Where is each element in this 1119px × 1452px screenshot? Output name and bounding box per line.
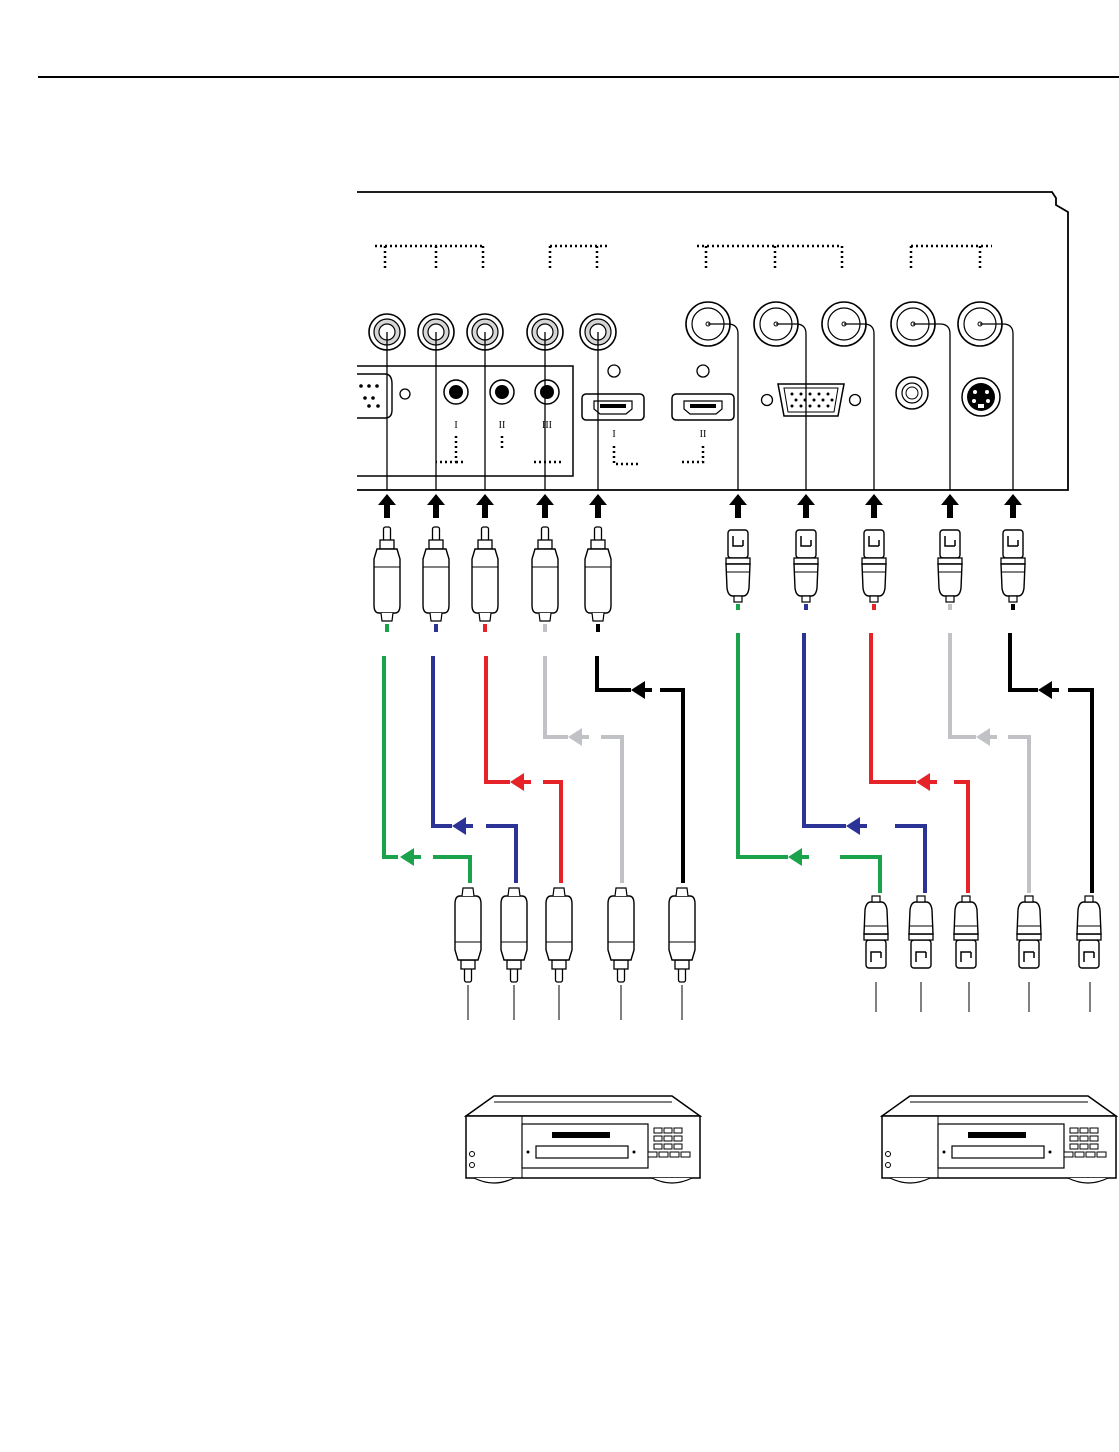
- rca-plugs-bottom: [455, 888, 695, 982]
- arrow-icon: [1004, 494, 1022, 518]
- svideo-port-icon: [962, 378, 1000, 416]
- bnc-plug-icon: [1077, 896, 1101, 968]
- arrow-icon: [976, 728, 990, 746]
- arrow-icon: [568, 728, 582, 746]
- rca-plug-icon: [423, 527, 449, 621]
- audio-jack-2: [490, 380, 514, 404]
- arrow-icon: [378, 494, 396, 518]
- black-cable: [597, 656, 631, 690]
- arrow-icon: [510, 773, 524, 791]
- red-cable: [871, 633, 916, 782]
- hdmi-port-label-1: I: [612, 429, 615, 440]
- bnc-plug-icon: [938, 530, 962, 602]
- back-panel: I II III I II: [357, 192, 1068, 490]
- audio-jack-1: [444, 380, 468, 404]
- input-arrows: [378, 494, 1022, 518]
- rca-jack-lower: [896, 377, 928, 409]
- arrow-icon: [788, 848, 802, 866]
- audio-jack-3: [535, 380, 559, 404]
- audio-jack-label-3: III: [542, 420, 552, 431]
- bnc-plug-icon: [794, 530, 818, 602]
- arrow-icon: [476, 494, 494, 518]
- rca-plug-icon: [546, 888, 572, 982]
- audio-jack-label-2: II: [499, 420, 506, 431]
- arrow-icon: [865, 494, 883, 518]
- bnc-plug-icon: [726, 530, 750, 602]
- rca-route-arrows: [400, 681, 652, 866]
- video-player-icon: [882, 1096, 1116, 1183]
- gray-cable: [545, 656, 568, 737]
- green-cable: [384, 656, 398, 857]
- bnc-plugs-bottom: [864, 896, 1101, 968]
- arrow-icon: [846, 817, 860, 835]
- audio-jack-label-1: I: [454, 420, 457, 431]
- arrow-icon: [589, 494, 607, 518]
- black-cable: [1010, 633, 1038, 690]
- screw-hole: [400, 389, 410, 399]
- arrow-icon: [631, 681, 645, 699]
- bnc-plug-icon: [954, 896, 978, 968]
- rca-plug-icon: [532, 527, 558, 621]
- arrow-icon: [536, 494, 554, 518]
- rca-plug-icon: [585, 527, 611, 621]
- rca-plug-icon: [669, 888, 695, 982]
- rca-plugs-top: [374, 527, 611, 621]
- bnc-plug-icon: [909, 896, 933, 968]
- arrow-icon: [941, 494, 959, 518]
- arrow-icon: [452, 817, 466, 835]
- rca-plug-icon: [472, 527, 498, 621]
- blue-cable: [804, 633, 846, 826]
- blue-cable: [433, 656, 452, 826]
- rca-plug-icon: [374, 527, 400, 621]
- video-player-icon: [466, 1096, 700, 1183]
- bnc-cable-routes: [738, 633, 1092, 893]
- gray-cable: [950, 633, 976, 737]
- arrow-icon: [427, 494, 445, 518]
- green-cable: [738, 633, 788, 857]
- arrow-icon: [400, 848, 414, 866]
- arrow-icon: [797, 494, 815, 518]
- arrow-icon: [916, 773, 930, 791]
- bnc-plugs-top: [726, 530, 1025, 602]
- rca-plug-icon: [455, 888, 481, 982]
- bnc-plug-icon: [862, 530, 886, 602]
- red-cable: [486, 656, 510, 782]
- rca-plug-icon: [501, 888, 527, 982]
- rca-plug-icon: [608, 888, 634, 982]
- bnc-plug-icon: [1017, 896, 1041, 968]
- bnc-plug-icon: [864, 896, 888, 968]
- bnc-plug-icon: [1001, 530, 1025, 602]
- leader-lines: [468, 982, 1090, 1020]
- hdmi-port-label-2: II: [700, 429, 707, 440]
- arrow-icon: [1038, 681, 1052, 699]
- arrow-icon: [729, 494, 747, 518]
